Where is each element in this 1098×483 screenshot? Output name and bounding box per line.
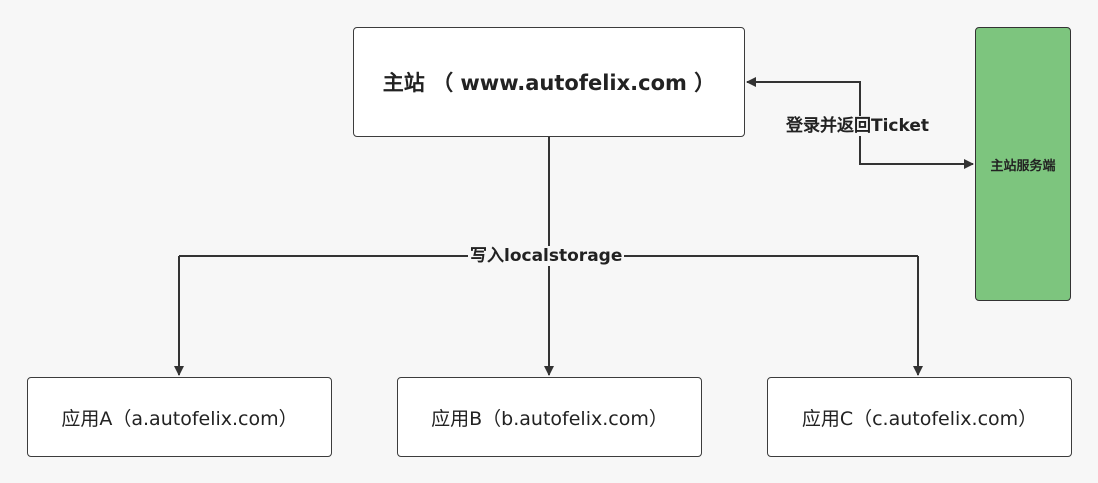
app-b-label: 应用B（b.autofelix.com） <box>431 407 668 430</box>
app-b-node: 应用B（b.autofelix.com） <box>397 377 702 457</box>
arrow-to-main-site <box>746 77 861 125</box>
main-site-node: 主站 （ www.autofelix.com ） <box>353 27 745 137</box>
app-a-node: 应用A（a.autofelix.com） <box>27 377 332 457</box>
edge-label-write-localstorage: 写入localstorage <box>468 246 625 266</box>
edge-label-login-ticket: 登录并返回Ticket <box>784 116 932 136</box>
server-label: 主站服务端 <box>990 158 1056 174</box>
app-a-label: 应用A（a.autofelix.com） <box>61 407 298 430</box>
arrow-to-server <box>859 125 974 169</box>
app-c-label: 应用C（c.autofelix.com） <box>801 407 1038 430</box>
server-node: 主站服务端 <box>975 27 1071 301</box>
main-site-label: 主站 （ www.autofelix.com ） <box>382 71 716 95</box>
app-c-node: 应用C（c.autofelix.com） <box>767 377 1072 457</box>
